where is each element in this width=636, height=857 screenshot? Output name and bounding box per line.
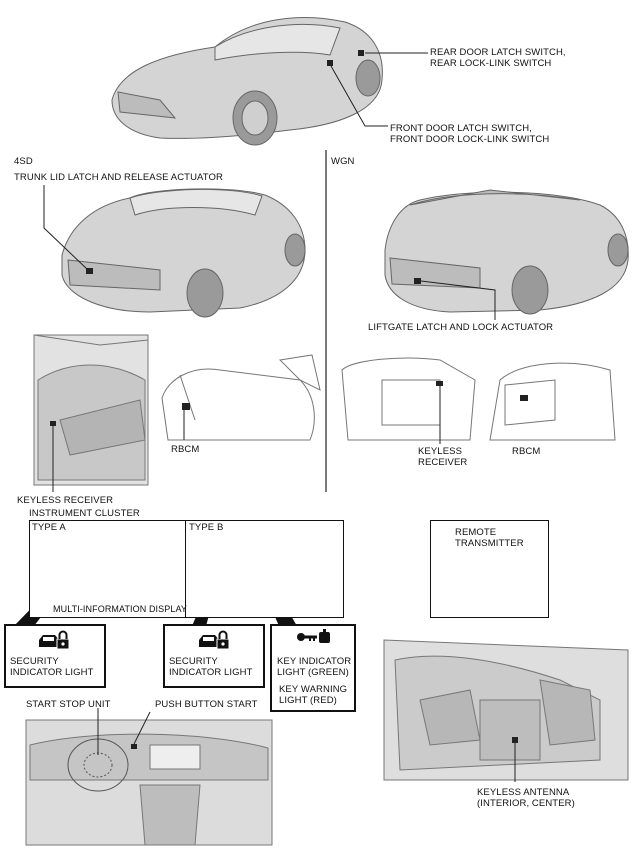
start-stop-unit-label: START STOP UNIT [26, 699, 111, 710]
security-indicator-a-label: SECURITY INDICATOR LIGHT [10, 656, 94, 678]
multi-info-display-label: MULTI-INFORMATION DISPLAY [53, 604, 188, 614]
keyless-receiver-wgn-label: KEYLESS RECEIVER [418, 446, 468, 468]
trunk-open-illustration [161, 354, 321, 441]
dashboard-illustration [25, 719, 273, 846]
rear-seat-illustration [33, 334, 149, 486]
key-indicator-label: KEY INDICATOR LIGHT (GREEN) [277, 656, 352, 678]
keyless-receiver-left-marker [50, 421, 56, 426]
security-a-box [4, 624, 106, 688]
leader-liftgate [420, 280, 496, 320]
leader-front-door [330, 65, 388, 127]
front-door-switch-label: FRONT DOOR LATCH SWITCH, FRONT DOOR LOCK… [390, 123, 550, 145]
instrument-cluster-label: INSTRUMENT CLUSTER [29, 508, 140, 519]
wagon-cargo-illustration [341, 357, 616, 441]
instrument-cluster-frame [29, 520, 344, 618]
liftgate-actuator-marker [414, 278, 421, 284]
wagon-section-label: WGN [331, 156, 355, 167]
type-b-label: TYPE B [189, 522, 224, 533]
rear-door-switch-label: REAR DOOR LATCH SWITCH, REAR LOCK-LINK S… [430, 47, 566, 69]
keyless-receiver-4sd-label: KEYLESS RECEIVER [17, 495, 114, 506]
keyless-antenna-label: KEYLESS ANTENNA (INTERIOR, CENTER) [477, 787, 575, 809]
sedan-top-illustration [111, 17, 383, 146]
key-indicator-icon [297, 629, 330, 643]
remote-transmitter-label: REMOTE TRANSMITTER [455, 527, 524, 549]
sedan-section-label: 4SD [14, 156, 33, 167]
cluster-type-divider [185, 520, 186, 617]
liftgate-actuator-label: LIFTGATE LATCH AND LOCK ACTUATOR [368, 322, 554, 333]
keyless-receiver-right-marker [436, 381, 443, 386]
security-indicator-b-label: SECURITY INDICATOR LIGHT [169, 656, 253, 678]
rbcm-left-marker [182, 403, 190, 410]
leader-trunk [43, 185, 89, 271]
wagon-rear-illustration [384, 189, 629, 315]
trunk-actuator-marker [86, 268, 93, 274]
remote-transmitter-box [430, 520, 549, 618]
key-warning-label: KEY WARNING LIGHT (RED) [279, 684, 348, 706]
security-car-lock-icon-a [39, 630, 70, 650]
security-car-lock-icon-b [199, 630, 230, 650]
rbcm-right-marker [520, 395, 528, 401]
keyless-antenna-marker [512, 737, 518, 743]
rbcm-4sd-label: RBCM [171, 444, 200, 455]
trunk-actuator-label: TRUNK LID LATCH AND RELEASE ACTUATOR [14, 172, 223, 183]
push-button-start-label: PUSH BUTTON START [155, 699, 258, 710]
push-button-marker [131, 744, 137, 749]
cabin-interior-illustration [383, 639, 629, 781]
rear-door-switch-marker [358, 50, 364, 56]
type-a-label: TYPE A [32, 522, 66, 533]
front-door-switch-marker [327, 60, 333, 66]
leader-push-button [133, 711, 151, 745]
rbcm-wgn-label: RBCM [512, 446, 541, 457]
sedan-rear-illustration [61, 188, 306, 318]
security-b-box [163, 624, 265, 688]
